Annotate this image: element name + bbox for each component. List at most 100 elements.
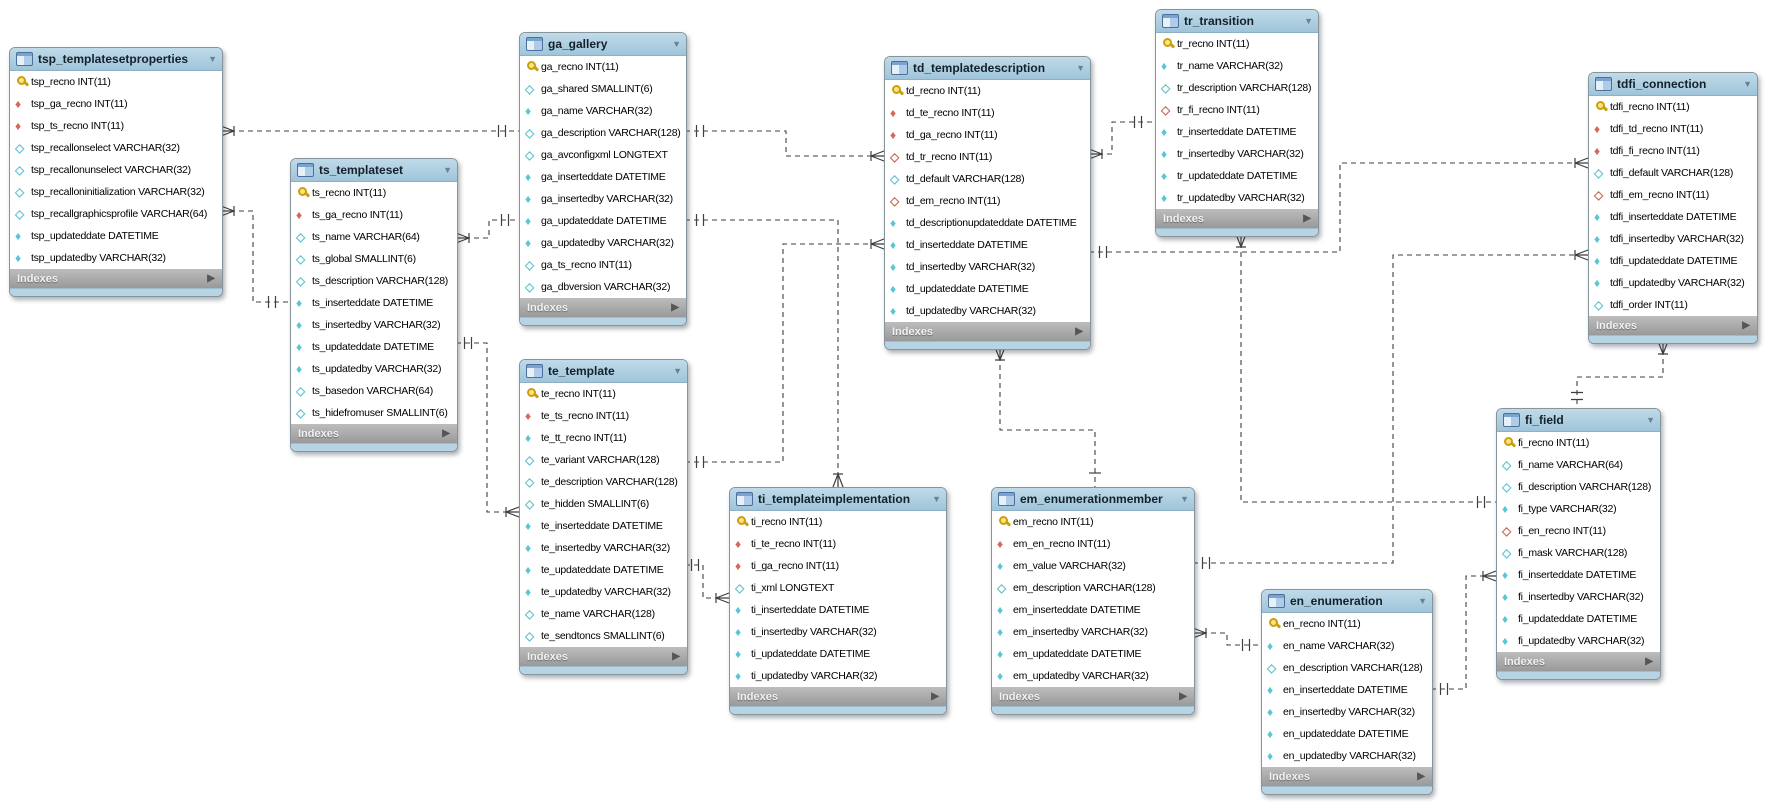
field-row[interactable]: td_te_recno INT(11)	[885, 102, 1090, 124]
indexes-bar[interactable]: Indexes▶	[992, 687, 1194, 706]
field-row[interactable]: tdfi_em_recno INT(11)	[1589, 184, 1757, 206]
expand-arrow-icon[interactable]: ▶	[671, 302, 679, 313]
field-row[interactable]: te_description VARCHAR(128)	[520, 471, 687, 493]
field-row[interactable]: tdfi_default VARCHAR(128)	[1589, 162, 1757, 184]
field-row[interactable]: tdfi_insertedby VARCHAR(32)	[1589, 228, 1757, 250]
table-tr_transition[interactable]: tr_transition▼tr_recno INT(11)tr_name VA…	[1155, 9, 1319, 237]
field-row[interactable]: fi_en_recno INT(11)	[1497, 520, 1660, 542]
table-header[interactable]: ts_templateset▼	[291, 159, 457, 182]
field-row[interactable]: ti_inserteddate DATETIME	[730, 599, 946, 621]
table-header[interactable]: ga_gallery▼	[520, 33, 686, 56]
collapse-arrow-icon[interactable]: ▼	[672, 39, 681, 49]
field-row[interactable]: fi_type VARCHAR(32)	[1497, 498, 1660, 520]
table-ga_gallery[interactable]: ga_gallery▼ga_recno INT(11)ga_shared SMA…	[519, 32, 687, 326]
field-row[interactable]: td_tr_recno INT(11)	[885, 146, 1090, 168]
field-row[interactable]: ga_shared SMALLINT(6)	[520, 78, 686, 100]
table-header[interactable]: te_template▼	[520, 360, 687, 383]
collapse-arrow-icon[interactable]: ▼	[208, 54, 217, 64]
field-row[interactable]: td_descriptionupdateddate DATETIME	[885, 212, 1090, 234]
table-te_template[interactable]: te_template▼te_recno INT(11)te_ts_recno …	[519, 359, 688, 675]
relationship-line-tdfi_connection--td_templatedescription[interactable]	[1089, 162, 1588, 253]
field-row[interactable]: td_updateddate DATETIME	[885, 278, 1090, 300]
table-header[interactable]: tr_transition▼	[1156, 10, 1318, 33]
field-row[interactable]: fi_recno INT(11)	[1497, 432, 1660, 454]
relationship-line-tr_transition--fi_field[interactable]	[1240, 234, 1496, 503]
field-row[interactable]: fi_mask VARCHAR(128)	[1497, 542, 1660, 564]
field-row[interactable]: td_inserteddate DATETIME	[885, 234, 1090, 256]
field-row[interactable]: tsp_recno INT(11)	[10, 71, 222, 93]
relationship-line-te_template--ts_templateset[interactable]	[456, 342, 519, 513]
field-row[interactable]: tr_insertedby VARCHAR(32)	[1156, 143, 1318, 165]
field-row[interactable]: te_sendtoncs SMALLINT(6)	[520, 625, 687, 647]
field-row[interactable]: fi_updateddate DATETIME	[1497, 608, 1660, 630]
field-row[interactable]: ts_global SMALLINT(6)	[291, 248, 457, 270]
field-row[interactable]: te_inserteddate DATETIME	[520, 515, 687, 537]
expand-arrow-icon[interactable]: ▶	[672, 651, 680, 662]
field-row[interactable]: te_ts_recno INT(11)	[520, 405, 687, 427]
field-row[interactable]: te_recno INT(11)	[520, 383, 687, 405]
expand-arrow-icon[interactable]: ▶	[931, 691, 939, 702]
indexes-bar[interactable]: Indexes▶	[10, 269, 222, 288]
field-row[interactable]: tr_inserteddate DATETIME	[1156, 121, 1318, 143]
field-row[interactable]: tr_recno INT(11)	[1156, 33, 1318, 55]
field-row[interactable]: tsp_recalloninitialization VARCHAR(32)	[10, 181, 222, 203]
relationship-line-tdfi_connection--fi_field[interactable]	[1576, 341, 1664, 408]
field-row[interactable]: ga_description VARCHAR(128)	[520, 122, 686, 144]
indexes-bar[interactable]: Indexes▶	[885, 322, 1090, 341]
relationship-line-tsp_templatesetproperties--ts_templateset[interactable]	[221, 210, 290, 303]
field-row[interactable]: te_updateddate DATETIME	[520, 559, 687, 581]
field-row[interactable]: ga_name VARCHAR(32)	[520, 100, 686, 122]
field-row[interactable]: ts_ga_recno INT(11)	[291, 204, 457, 226]
field-row[interactable]: tdfi_fi_recno INT(11)	[1589, 140, 1757, 162]
expand-arrow-icon[interactable]: ▶	[1179, 691, 1187, 702]
field-row[interactable]: em_recno INT(11)	[992, 511, 1194, 533]
field-row[interactable]: ti_updatedby VARCHAR(32)	[730, 665, 946, 687]
table-header[interactable]: tsp_templatesetproperties▼	[10, 48, 222, 71]
field-row[interactable]: tsp_recallonselect VARCHAR(32)	[10, 137, 222, 159]
field-row[interactable]: tsp_updateddate DATETIME	[10, 225, 222, 247]
indexes-bar[interactable]: Indexes▶	[730, 687, 946, 706]
table-header[interactable]: fi_field▼	[1497, 409, 1660, 432]
field-row[interactable]: td_ga_recno INT(11)	[885, 124, 1090, 146]
indexes-bar[interactable]: Indexes▶	[520, 647, 687, 666]
field-row[interactable]: fi_description VARCHAR(128)	[1497, 476, 1660, 498]
field-row[interactable]: tsp_recallonunselect VARCHAR(32)	[10, 159, 222, 181]
relationship-line-td_templatedescription--tr_transition[interactable]	[1089, 121, 1155, 155]
collapse-arrow-icon[interactable]: ▼	[1743, 79, 1752, 89]
field-row[interactable]: td_recno INT(11)	[885, 80, 1090, 102]
relationship-line-td_templatedescription--em_enumerationmember[interactable]	[999, 347, 1096, 487]
table-en_enumeration[interactable]: en_enumeration▼en_recno INT(11)en_name V…	[1261, 589, 1433, 795]
relationship-line-ti_templateimplementation--ga_gallery[interactable]	[685, 219, 839, 487]
field-row[interactable]: ts_hidefromuser SMALLINT(6)	[291, 402, 457, 424]
field-row[interactable]: em_description VARCHAR(128)	[992, 577, 1194, 599]
field-row[interactable]: en_inserteddate DATETIME	[1262, 679, 1432, 701]
field-row[interactable]: tr_description VARCHAR(128)	[1156, 77, 1318, 99]
expand-arrow-icon[interactable]: ▶	[1075, 326, 1083, 337]
field-row[interactable]: ti_updateddate DATETIME	[730, 643, 946, 665]
field-row[interactable]: tsp_ts_recno INT(11)	[10, 115, 222, 137]
relationship-line-td_templatedescription--te_template[interactable]	[685, 243, 884, 463]
field-row[interactable]: en_insertedby VARCHAR(32)	[1262, 701, 1432, 723]
relationship-line-fi_field--en_enumeration[interactable]	[1431, 575, 1496, 690]
table-em_enumerationmember[interactable]: em_enumerationmember▼em_recno INT(11)em_…	[991, 487, 1195, 715]
field-row[interactable]: tr_updatedby VARCHAR(32)	[1156, 187, 1318, 209]
collapse-arrow-icon[interactable]: ▼	[1646, 415, 1655, 425]
field-row[interactable]: ts_updateddate DATETIME	[291, 336, 457, 358]
collapse-arrow-icon[interactable]: ▼	[1304, 16, 1313, 26]
field-row[interactable]: te_variant VARCHAR(128)	[520, 449, 687, 471]
field-row[interactable]: em_en_recno INT(11)	[992, 533, 1194, 555]
field-row[interactable]: ga_dbversion VARCHAR(32)	[520, 276, 686, 298]
field-row[interactable]: en_description VARCHAR(128)	[1262, 657, 1432, 679]
indexes-bar[interactable]: Indexes▶	[1156, 209, 1318, 228]
field-row[interactable]: tsp_updatedby VARCHAR(32)	[10, 247, 222, 269]
field-row[interactable]: tdfi_inserteddate DATETIME	[1589, 206, 1757, 228]
field-row[interactable]: ga_updatedby VARCHAR(32)	[520, 232, 686, 254]
table-ts_templateset[interactable]: ts_templateset▼ts_recno INT(11)ts_ga_rec…	[290, 158, 458, 452]
field-row[interactable]: fi_inserteddate DATETIME	[1497, 564, 1660, 586]
field-row[interactable]: ga_inserteddate DATETIME	[520, 166, 686, 188]
relationship-line-em_enumerationmember--en_enumeration[interactable]	[1193, 632, 1261, 646]
collapse-arrow-icon[interactable]: ▼	[1180, 494, 1189, 504]
table-header[interactable]: tdfi_connection▼	[1589, 73, 1757, 96]
field-row[interactable]: tr_fi_recno INT(11)	[1156, 99, 1318, 121]
relationship-line-tdfi_connection--em_enumerationmember[interactable]	[1193, 254, 1588, 564]
